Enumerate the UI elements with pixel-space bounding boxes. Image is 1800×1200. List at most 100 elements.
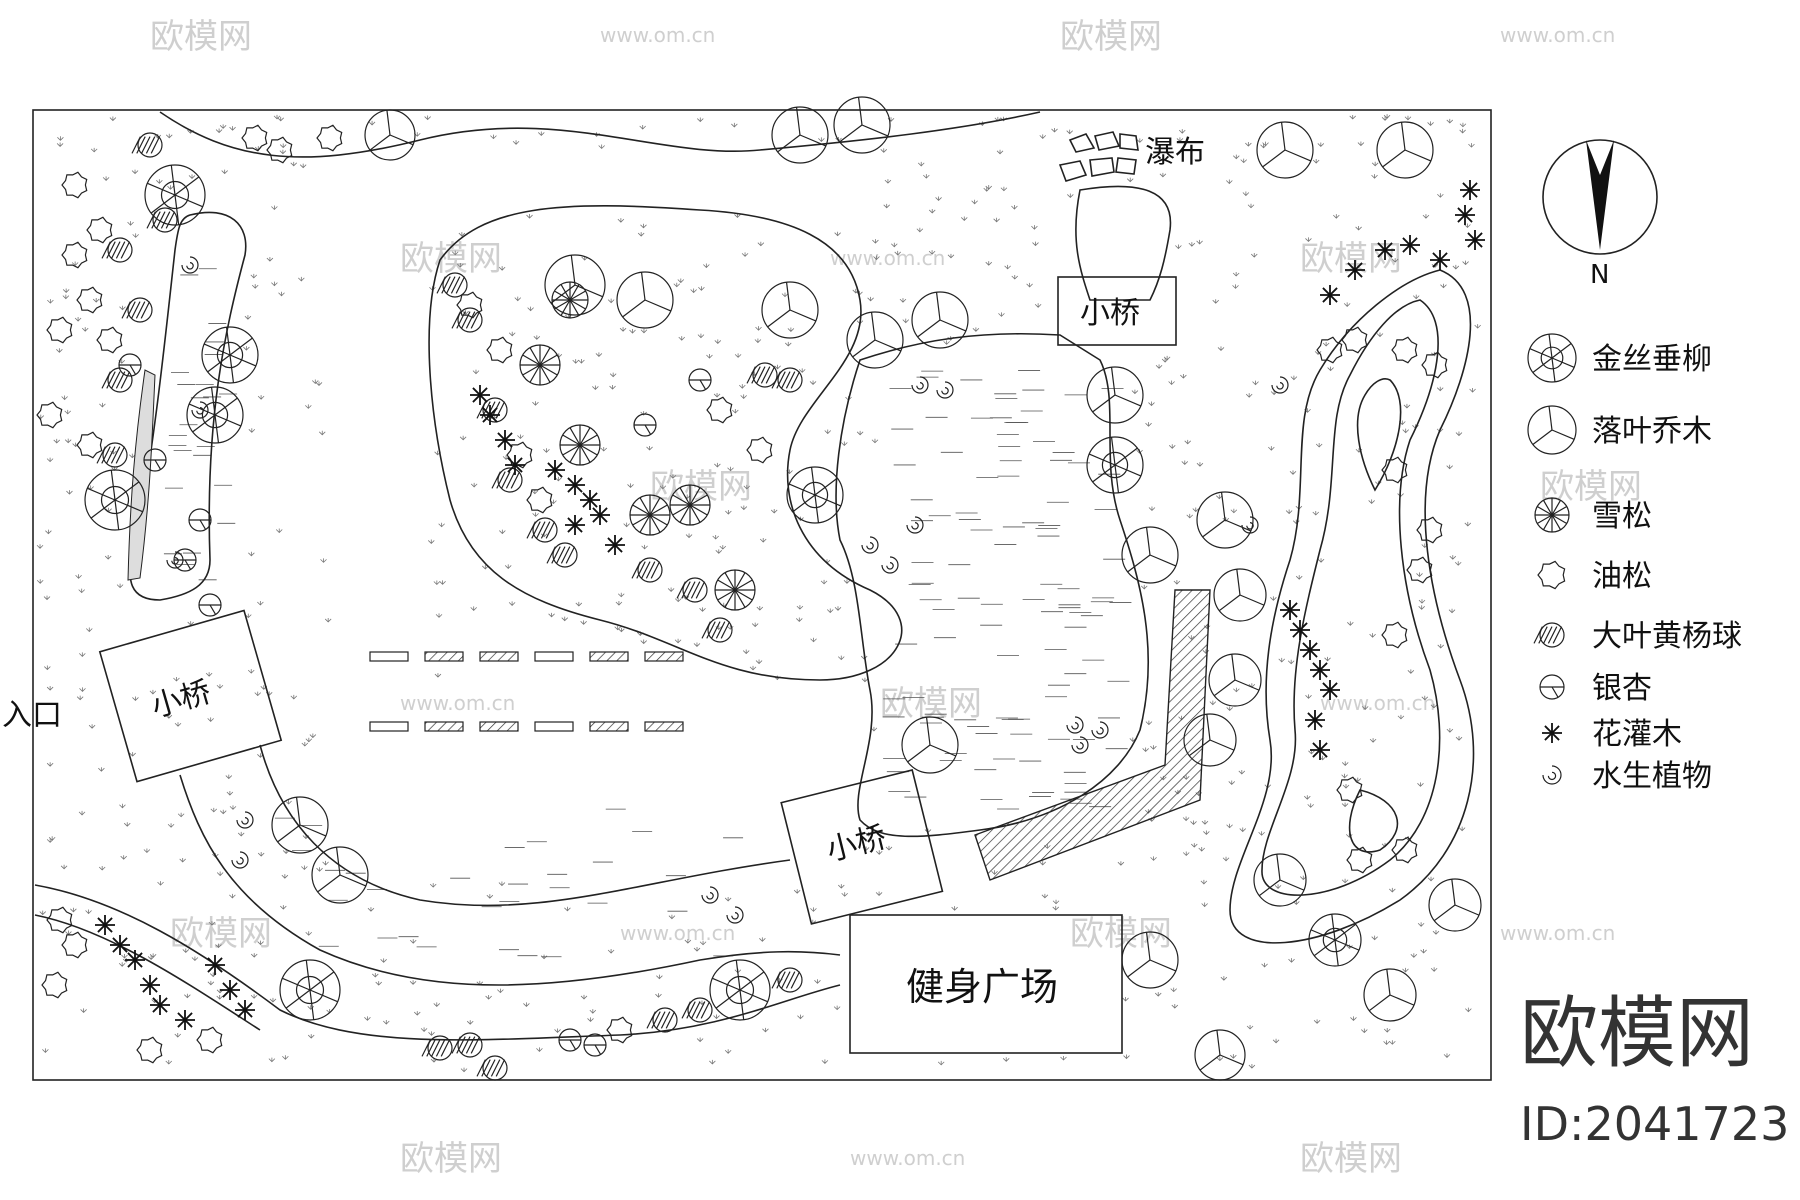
pine-icon	[241, 124, 268, 152]
bridge-left[interactable]: 小桥	[98, 609, 283, 783]
aquatic-icon	[726, 906, 744, 924]
ginkgo-icon	[558, 1028, 582, 1052]
pine-icon	[506, 441, 533, 469]
deciduous-icon	[1121, 931, 1179, 989]
shrub-icon	[95, 915, 115, 935]
pine-icon	[1346, 846, 1373, 874]
boxwood-icon	[131, 132, 163, 158]
central-lake	[835, 332, 1150, 838]
pine-icon	[46, 906, 73, 934]
willow-icon	[84, 469, 146, 531]
legend-label: 水生植物	[1592, 759, 1712, 794]
boxwood-icon	[646, 1007, 678, 1033]
pine-icon	[606, 1016, 633, 1044]
shrub-icon	[110, 935, 130, 955]
shrub-icon	[1400, 235, 1420, 255]
aquatic-icon	[1071, 736, 1089, 754]
watermark-brand: 欧模网	[400, 239, 502, 279]
pine-icon	[1391, 836, 1418, 864]
deciduous-icon	[544, 254, 606, 316]
boxwood-icon	[146, 207, 178, 233]
boxwood-icon	[631, 557, 663, 583]
willow-icon	[144, 164, 206, 226]
willow-icon	[1086, 436, 1144, 494]
deciduous-icon	[1208, 653, 1262, 707]
boxwood-icon	[451, 1032, 483, 1058]
aquatic-icon	[231, 851, 249, 869]
legend-label: 油松	[1592, 559, 1652, 594]
upper-path	[159, 111, 1041, 158]
legend-item-aquatic: 水生植物	[1542, 759, 1712, 794]
pine-icon	[706, 396, 733, 424]
deciduous-icon	[833, 96, 891, 154]
shrub-icon	[1310, 740, 1330, 760]
legend-label: 花灌木	[1592, 717, 1682, 752]
deciduous-icon	[771, 106, 829, 164]
shrub-icon	[1310, 660, 1330, 680]
bridge-top-label: 小桥	[1080, 296, 1140, 331]
ginkgo-icon	[633, 413, 657, 437]
east-path-middle	[1261, 299, 1441, 896]
north-arrow-icon	[1586, 140, 1614, 250]
fitness-plaza[interactable]: 健身广场	[849, 914, 1123, 1054]
boxwood-icon	[421, 1035, 453, 1061]
boxwood-icon	[436, 272, 468, 298]
deciduous-icon	[901, 716, 959, 774]
shrub-icon	[1455, 205, 1475, 225]
shrub-icon	[235, 1000, 255, 1020]
pine-icon	[1381, 456, 1408, 484]
stepping-stones	[369, 651, 684, 732]
shrub-icon	[580, 490, 600, 510]
deciduous-icon	[616, 271, 674, 329]
deciduous-icon	[1363, 968, 1417, 1022]
lower-stream-bank	[259, 744, 791, 907]
watermark-url: www.om.cn	[830, 246, 945, 270]
ground-cover-pattern	[36, 114, 1481, 1073]
cedar-icon	[629, 494, 671, 536]
boxwood-icon	[546, 542, 578, 568]
aquatic-icon	[861, 536, 879, 554]
legend-item-ginkgo: 银杏	[1539, 671, 1652, 706]
willow-icon	[201, 326, 259, 384]
watermark-url: www.om.cn	[1500, 23, 1615, 47]
aquatic-icon	[911, 376, 929, 394]
legend-item-deciduous: 落叶乔木	[1527, 405, 1712, 455]
lower-left-path	[34, 884, 841, 1041]
aquatic-icon	[936, 381, 954, 399]
boxwood-icon	[676, 577, 708, 603]
watermark-url: www.om.cn	[400, 691, 515, 715]
cedar-icon	[519, 344, 561, 386]
boxwood-icon	[96, 442, 128, 468]
ginkgo-icon	[583, 1033, 607, 1057]
legend-label: 银杏	[1592, 671, 1652, 706]
deciduous-icon	[911, 291, 969, 349]
north-label: N	[1590, 260, 1609, 290]
pine-icon	[36, 401, 63, 429]
deciduous-icon	[1194, 1029, 1246, 1081]
cedar-icon	[1534, 497, 1570, 533]
shrub-icon	[1542, 723, 1562, 743]
entrance-label: 入口	[2, 698, 62, 733]
willow-icon	[186, 386, 244, 444]
deciduous-icon	[271, 796, 329, 854]
deciduous-icon	[1527, 405, 1577, 455]
deciduous-icon	[1213, 568, 1267, 622]
aquatic-icon	[881, 556, 899, 574]
aquatic-icon	[1066, 716, 1084, 734]
ginkgo-icon	[188, 508, 212, 532]
bridge-top[interactable]: 小桥	[1057, 276, 1177, 346]
bridge-bottom[interactable]: 小桥	[780, 769, 944, 925]
watermark-brand: 欧模网	[650, 467, 752, 507]
shrub-icon	[1320, 285, 1340, 305]
shrub-icon	[220, 980, 240, 1000]
cedar-icon	[669, 484, 711, 526]
shrub-icon	[605, 535, 625, 555]
cedar-icon	[551, 281, 589, 319]
pine-icon	[96, 326, 123, 354]
boxwood-icon	[771, 367, 803, 393]
ginkgo-icon	[1539, 674, 1565, 700]
willow-icon	[1308, 913, 1362, 967]
waterfall-pool	[1075, 185, 1172, 301]
shrub-icon	[1430, 250, 1450, 270]
boxwood-icon	[701, 617, 733, 643]
